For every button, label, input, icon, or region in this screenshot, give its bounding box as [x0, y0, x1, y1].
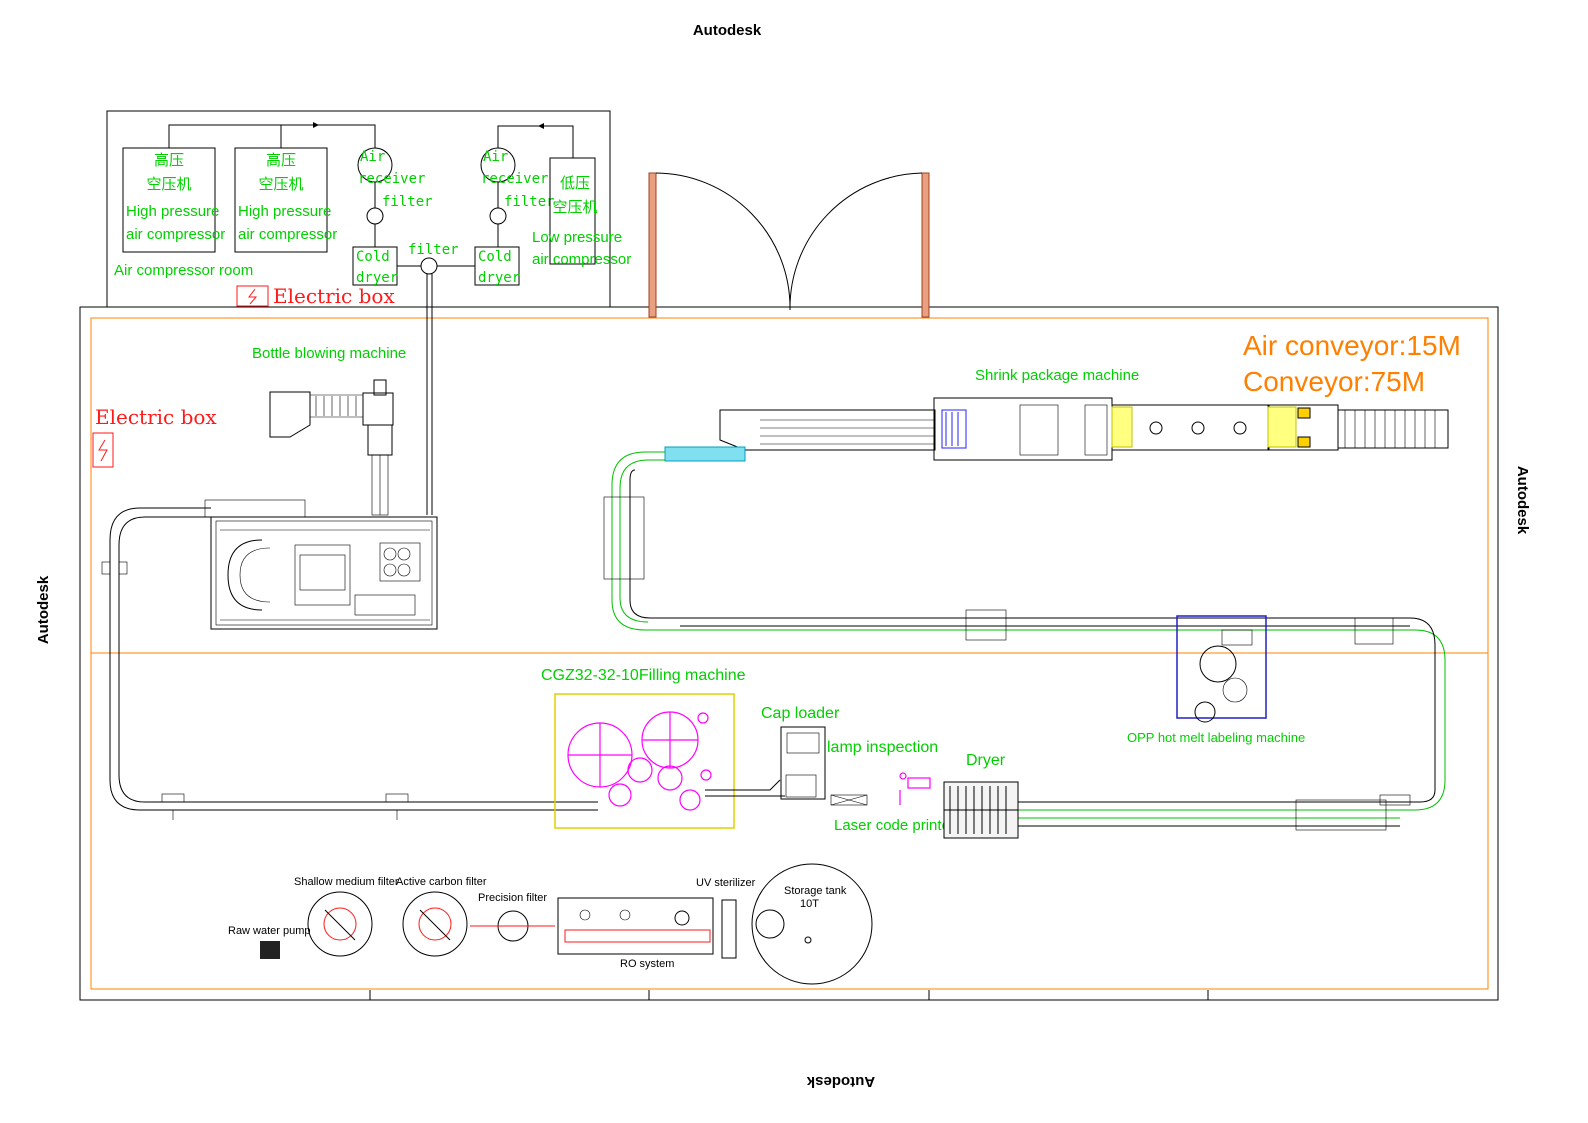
precision-filter-label: Precision filter [478, 892, 547, 904]
electric-box-icon-small [236, 285, 269, 307]
cold2-1: Cold [478, 249, 512, 265]
hp1-en-2: air compressor [126, 226, 225, 243]
filter-1 [366, 207, 384, 225]
filling-machine [554, 693, 785, 829]
hp1-cn-1: 高压 [154, 152, 184, 169]
dryer [943, 781, 1019, 839]
hp2-en-1: High pressure [238, 203, 331, 220]
raw-water-pump [260, 941, 280, 959]
main-conveyor-loop [603, 451, 1446, 831]
compressor-room: 高压 空压机 High pressure air compressor 高压 空… [114, 122, 631, 515]
lamp-inspection [830, 794, 868, 806]
shallow-filter [307, 891, 373, 957]
hp1-cn-2: 空压机 [146, 176, 191, 193]
carbon-filter [402, 891, 468, 957]
filter2-label: filter [504, 194, 555, 210]
lamp-inspection-label: lamp inspection [827, 739, 938, 756]
cold-dryer-2 [474, 246, 520, 286]
watermark-right: Autodesk [1514, 466, 1531, 535]
bottle-blowing-label: Bottle blowing machine [252, 345, 406, 362]
lp-cn-2: 空压机 [552, 199, 597, 216]
cold1-2: dryer [356, 270, 398, 286]
watermark-left: Autodesk [35, 575, 52, 644]
lp-en-1: Low pressure [532, 229, 622, 246]
cap-loader-label: Cap loader [761, 705, 840, 722]
receiver1-2: receiver [358, 171, 425, 187]
left-conveyor [101, 507, 598, 820]
filling-machine-label: CGZ32-32-10Filling machine [541, 667, 746, 684]
uv-sterilizer-label: UV sterilizer [696, 877, 756, 889]
ro-system [557, 897, 714, 955]
hp2-en-2: air compressor [238, 226, 337, 243]
storage-tank-label-2: 10T [800, 898, 819, 910]
double-door [648, 172, 930, 318]
receiver2-2: receiver [481, 171, 548, 187]
storage-tank-label-1: Storage tank [784, 885, 847, 897]
air-conveyor-length: Air conveyor:15M [1243, 330, 1461, 361]
conveyor-length: Conveyor:75M [1243, 366, 1425, 397]
filter-2 [489, 207, 507, 225]
cap-loader [780, 726, 826, 800]
hp1-en-1: High pressure [126, 203, 219, 220]
building-walls [79, 110, 1499, 1001]
opp-labeling-machine [1176, 615, 1267, 723]
cold1-1: Cold [356, 249, 390, 265]
bottle-blowing-machine [204, 379, 438, 630]
receiver1-1: Air [360, 149, 385, 165]
shallow-filter-label: Shallow medium filter [294, 876, 399, 888]
lp-en-2: air compressor [532, 251, 631, 268]
raw-water-pump-label: Raw water pump [228, 925, 311, 937]
ro-system-label: RO system [620, 958, 674, 970]
electric-box-icon [92, 432, 114, 468]
laser-code-printer [899, 772, 931, 805]
lp-cn-1: 低压 [560, 175, 590, 192]
electric-box-label: Electric box [95, 405, 217, 429]
dryer-label: Dryer [966, 752, 1006, 769]
laser-code-printer-label: Laser code printer [834, 817, 955, 834]
room-label: Air compressor room [114, 262, 253, 279]
lp-compressor [549, 157, 596, 265]
cold2-2: dryer [478, 270, 520, 286]
receiver2-1: Air [483, 149, 508, 165]
storage-tank [751, 863, 873, 985]
shrink-package-machine [664, 397, 1449, 462]
hp2-cn-2: 空压机 [258, 176, 303, 193]
filter-mid-label: filter [408, 242, 459, 258]
watermark-bottom: Autodesk [806, 1073, 875, 1090]
hp2-cn-1: 高压 [266, 152, 296, 169]
water-treatment: Shallow medium filter Active carbon filt… [228, 863, 873, 985]
electric-box-label-small: Electric box [273, 284, 395, 308]
watermark-top: Autodesk [693, 22, 762, 39]
filter-mid [420, 257, 438, 275]
carbon-filter-label: Active carbon filter [396, 876, 487, 888]
filter1-label: filter [382, 194, 433, 210]
opp-labeling-label: OPP hot melt labeling machine [1127, 730, 1305, 745]
shrink-package-label: Shrink package machine [975, 367, 1139, 384]
uv-sterilizer [721, 899, 737, 959]
